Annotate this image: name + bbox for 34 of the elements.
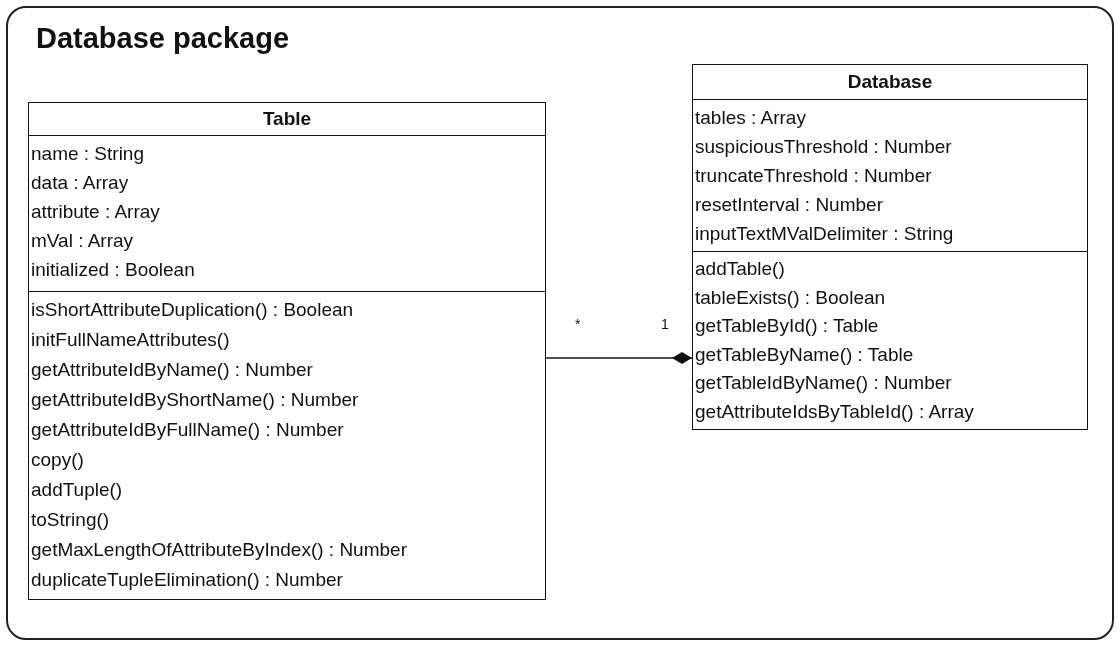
attribute-text: attribute : Array bbox=[31, 200, 160, 224]
method-text: toString() bbox=[31, 508, 110, 532]
method-text: getAttributeIdByShortName() : Number bbox=[31, 388, 359, 412]
attribute-text: initialized : Boolean bbox=[31, 258, 195, 282]
method-text: getTableByName() : Table bbox=[695, 342, 914, 367]
method-text: isShortAttributeDuplication() : Boolean bbox=[31, 298, 354, 322]
method-text: getAttributeIdsByTableId() : Array bbox=[695, 399, 974, 424]
multiplicity-label: 1 bbox=[661, 316, 669, 332]
method-text: tableExists() : Boolean bbox=[695, 285, 886, 310]
attribute-text: truncateThreshold : Number bbox=[695, 164, 932, 188]
method-text: getMaxLengthOfAttributeByIndex() : Number bbox=[31, 538, 407, 562]
multiplicity-label: * bbox=[575, 316, 581, 332]
method-text: initFullNameAttributes() bbox=[31, 328, 230, 352]
method-text: addTuple() bbox=[31, 478, 123, 502]
attribute-text: mVal : Array bbox=[31, 229, 134, 253]
method-text: getAttributeIdByFullName() : Number bbox=[31, 418, 344, 442]
attribute-text: resetInterval : Number bbox=[695, 193, 883, 217]
attribute-text: data : Array bbox=[31, 171, 129, 195]
attribute-text: inputTextMValDelimiter : String bbox=[695, 222, 954, 246]
method-text: addTable() bbox=[695, 257, 785, 281]
method-text: duplicateTupleElimination() : Number bbox=[31, 568, 343, 592]
package-title: Database package bbox=[36, 22, 290, 55]
class-name: Table bbox=[262, 108, 312, 130]
method-text: getTableIdByName() : Number bbox=[695, 371, 952, 395]
composition-connector bbox=[545, 352, 693, 364]
attribute-text: tables : Array bbox=[695, 106, 806, 130]
class-name: Database bbox=[847, 71, 933, 93]
class-box bbox=[28, 102, 546, 600]
method-text: getAttributeIdByName() : Number bbox=[31, 358, 313, 382]
method-text: copy() bbox=[31, 448, 84, 472]
attribute-text: name : String bbox=[31, 142, 144, 166]
class-box bbox=[692, 64, 1088, 430]
attribute-text: suspiciousThreshold : Number bbox=[695, 135, 952, 159]
method-text: getTableById() : Table bbox=[695, 314, 879, 338]
